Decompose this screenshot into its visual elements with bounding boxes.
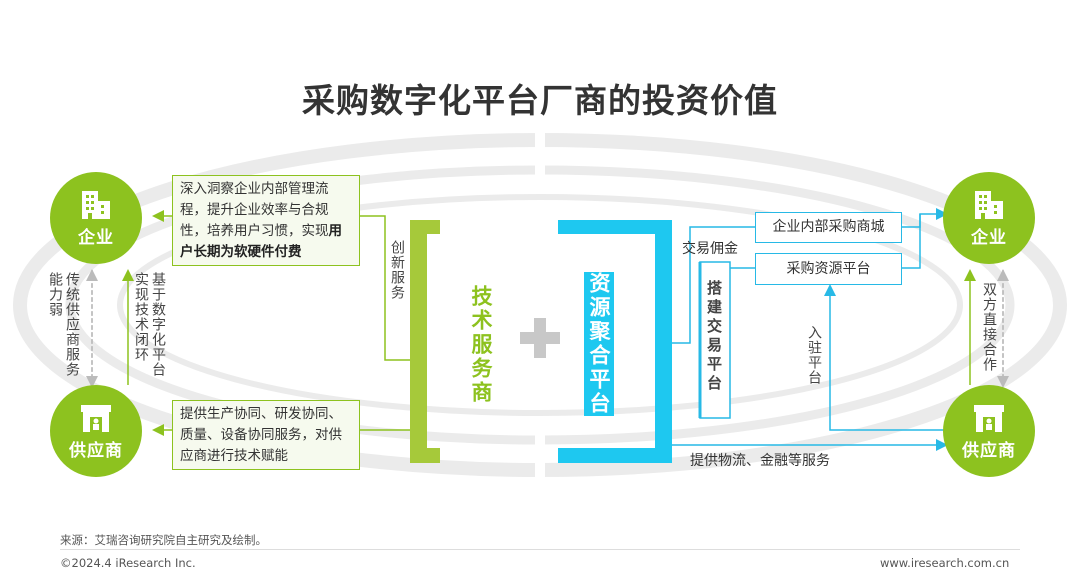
store-icon — [81, 404, 111, 432]
building-icon — [975, 190, 1003, 219]
supplier-node-left: 供应商 — [50, 385, 142, 477]
store-icon — [974, 404, 1004, 432]
supplier-label: 供应商 — [962, 440, 1016, 461]
weak-service-note: 传统供应商服务能力弱 — [47, 272, 80, 377]
supplier-node-right: 供应商 — [943, 385, 1035, 477]
settle-platform-label: 入驻平台 — [806, 325, 822, 385]
enterprise-value-box: 深入洞察企业内部管理流程，提升企业效率与合规性，培养用户习惯，实现用户长期为软硬… — [172, 175, 360, 266]
plus-icon — [520, 318, 560, 358]
innovative-service-label: 创新服务 — [389, 240, 405, 300]
page-title: 采购数字化平台厂商的投资价值 — [302, 81, 778, 120]
tech-loop-note: 基于数字化平台实现技术闭环 — [133, 272, 166, 377]
tech-provider-label: 技术服务商 — [469, 285, 493, 405]
supplier-value-text: 提供生产协同、研发协同、质量、设备协同服务，对供应商进行技术赋能 — [180, 406, 342, 464]
resource-platform-label: 资源聚合平台 — [584, 272, 614, 416]
copyright: ©2024.4 iResearch Inc. — [60, 556, 196, 570]
internal-mall-box: 企业内部采购商城 — [755, 212, 902, 243]
commission-label: 交易佣金 — [682, 241, 738, 257]
direct-cooperation-note: 双方直接合作 — [981, 282, 997, 372]
building-icon — [82, 190, 110, 219]
enterprise-node-left: 企业 — [50, 172, 142, 264]
enterprise-value-text: 深入洞察企业内部管理流程，提升企业效率与合规性，培养用户习惯，实现 — [180, 181, 329, 239]
logistics-label: 提供物流、金融等服务 — [690, 453, 830, 469]
internal-mall-text: 企业内部采购商城 — [772, 219, 885, 235]
supplier-value-box: 提供生产协同、研发协同、质量、设备协同服务，对供应商进行技术赋能 — [172, 400, 360, 470]
resource-platform-box: 采购资源平台 — [755, 253, 902, 285]
website-link[interactable]: www.iresearch.com.cn — [880, 556, 1010, 570]
resource-platform-text: 采购资源平台 — [786, 261, 871, 277]
resource-bracket — [558, 220, 672, 463]
supplier-label: 供应商 — [69, 440, 123, 461]
tech-bracket — [410, 220, 440, 463]
enterprise-node-right: 企业 — [943, 172, 1035, 264]
enterprise-label: 企业 — [971, 227, 1007, 248]
enterprise-label: 企业 — [78, 227, 114, 248]
enterprise-value-bold: 用户长期为软硬件付费 — [180, 223, 342, 260]
build-platform-label: 搭建交易平台 — [705, 280, 723, 394]
footer-divider — [60, 549, 1020, 550]
source-note: 来源：艾瑞咨询研究院自主研究及绘制。 — [60, 533, 267, 547]
